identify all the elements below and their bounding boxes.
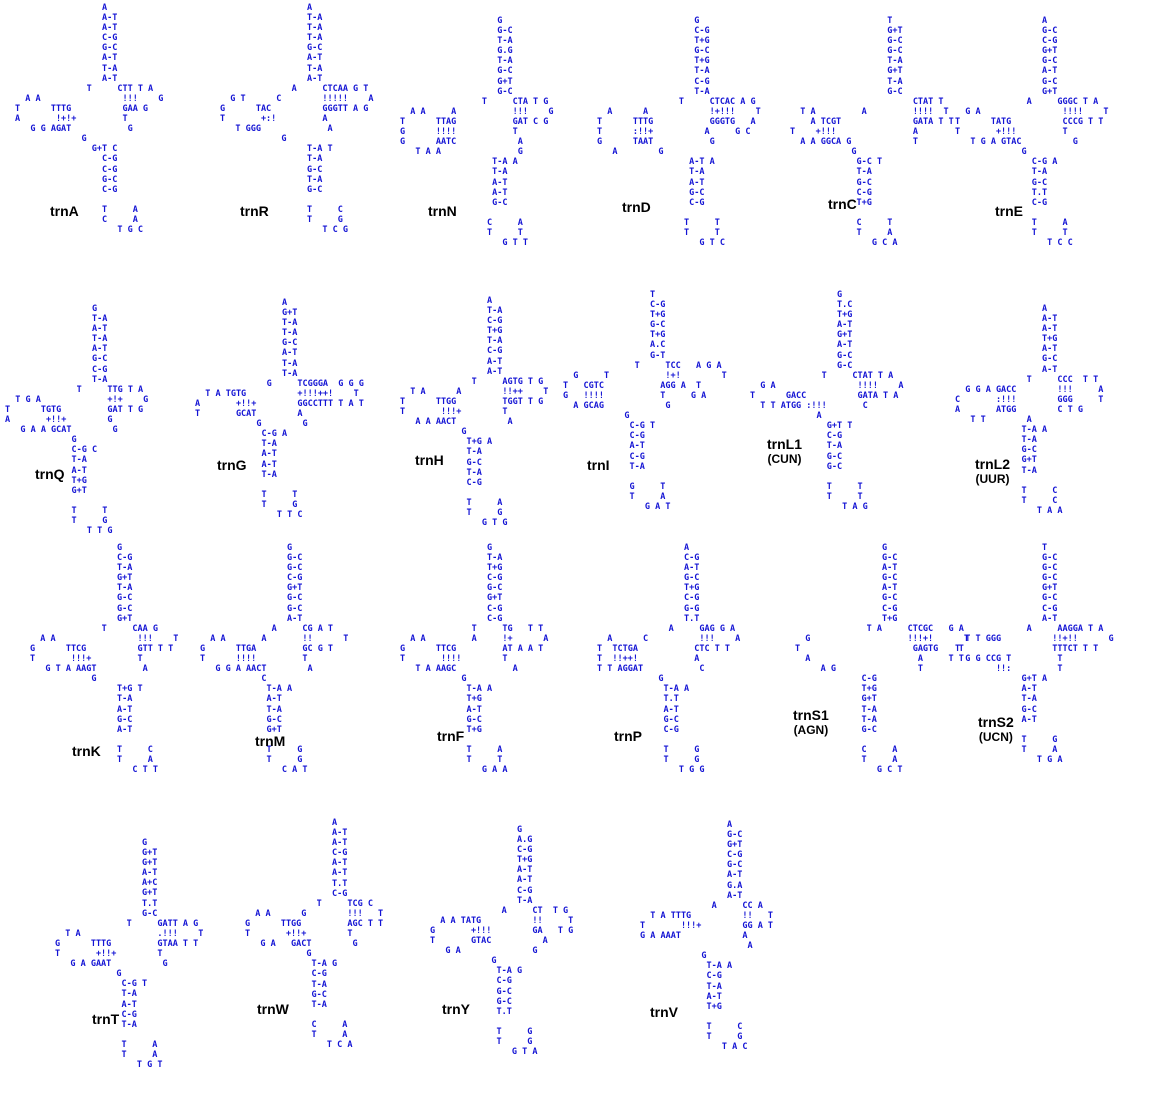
trna-structure-v: A G-C G+T C-G G-C A-T G.A A-T A CC A T A…	[0, 0, 10, 10]
trna-label: trnA	[50, 204, 79, 219]
cloverleaf-sequence: G T-A T+G C-G G-C G+T C-G C-G T TG T T A…	[400, 543, 548, 775]
trna-label: trnR	[240, 204, 269, 219]
trna-name: trnL2	[975, 457, 1010, 472]
trna-label: trnC	[828, 197, 857, 212]
trna-name: trnC	[828, 197, 857, 212]
cloverleaf-sequence: A A-T A-T C-G G-C A-T T-A A-T T CTT T A …	[15, 3, 163, 235]
cloverleaf-sequence: A G+T T-A T-A G-C A-T T-A T-A G TCGGGA G…	[195, 298, 364, 520]
cloverleaf-sequence: G T-A A-T T-A A-T G-C C-G T-A T TTG T A …	[5, 304, 148, 536]
anticodon-family: (UUR)	[975, 472, 1010, 487]
cloverleaf-sequence: G T.C T+G A-T G+T A-T G-C G-C T CTAT T A…	[750, 290, 904, 512]
cloverleaf-sequence: G G-C A-T G-C A-T G-C C-G T+G T A CTCGC …	[795, 543, 969, 775]
trna-name: trnQ	[35, 467, 65, 482]
cloverleaf-sequence: A T-A T-A T-A G-C A-T T-A A-T A CTCAA G …	[220, 3, 374, 235]
trna-label: trnF	[437, 729, 464, 744]
trna-label: trnV	[650, 1005, 678, 1020]
trna-name: trnG	[217, 458, 247, 473]
anticodon-family: (AGN)	[793, 723, 829, 738]
trna-name: trnV	[650, 1005, 678, 1020]
cloverleaf-sequence: T C-G T+G G-C T+G A.C G-T T TCC A G A G …	[563, 290, 727, 512]
cloverleaf-sequence: A G-C C-G G+T G-C A-T G-C G+T A GGGC T A…	[955, 16, 1109, 248]
trna-name: trnE	[995, 204, 1023, 219]
trna-name: trnA	[50, 204, 79, 219]
trna-label: trnS2(UCN)	[978, 715, 1014, 745]
trna-label: trnH	[415, 453, 444, 468]
trna-label: trnY	[442, 1002, 470, 1017]
trna-label: trnT	[92, 1012, 119, 1027]
trna-label: trnL1(CUN)	[767, 437, 802, 467]
cloverleaf-sequence: A T-A C-G T+G T-A C-G A-T A-T T AGTG T G…	[400, 296, 548, 528]
anticodon-family: (UCN)	[978, 730, 1014, 745]
trna-name: trnT	[92, 1012, 119, 1027]
trna-label: trnS1(AGN)	[793, 708, 829, 738]
trna-label: trnL2(UUR)	[975, 457, 1010, 487]
trna-name: trnR	[240, 204, 269, 219]
anticodon-family: (CUN)	[767, 452, 802, 467]
trna-name: trnL1	[767, 437, 802, 452]
trna-name: trnH	[415, 453, 444, 468]
trna-label: trnE	[995, 204, 1023, 219]
trna-name: trnI	[587, 458, 610, 473]
trna-label: trnG	[217, 458, 247, 473]
trna-name: trnS1	[793, 708, 829, 723]
trna-name: trnK	[72, 744, 101, 759]
trna-label: trnK	[72, 744, 101, 759]
trna-label: trnD	[622, 200, 651, 215]
trna-name: trnW	[257, 1002, 289, 1017]
trna-label: trnW	[257, 1002, 289, 1017]
cloverleaf-sequence: T G+T G-C G-C T-A G+T T-A G-C CTAT T T A	[790, 16, 954, 248]
trna-label: trnP	[614, 729, 642, 744]
cloverleaf-sequence: G G-C T-A G.G T-A G-C G+T G-C T CTA T G …	[400, 16, 554, 248]
trna-label: trnN	[428, 204, 457, 219]
cloverleaf-sequence: G A.G C-G T+G A-T A-T C-G T-A A CT T G A…	[430, 825, 573, 1057]
trna-label: trnQ	[35, 467, 65, 482]
trna-name: trnD	[622, 200, 651, 215]
trna-name: trnF	[437, 729, 464, 744]
trna-name: trnS2	[978, 715, 1014, 730]
trna-name: trnP	[614, 729, 642, 744]
cloverleaf-sequence: G C-G T-A G+T T-A G-C G-C G+T T CAA G A …	[30, 543, 178, 775]
cloverleaf-sequence: G G+T G+T A-T A+C G+T T.T G-C T GATT A G…	[55, 838, 203, 1070]
trna-label: trnM	[255, 734, 285, 749]
trna-label: trnI	[587, 458, 610, 473]
trna-name: trnY	[442, 1002, 470, 1017]
trna-name: trnM	[255, 734, 285, 749]
trna-name: trnN	[428, 204, 457, 219]
